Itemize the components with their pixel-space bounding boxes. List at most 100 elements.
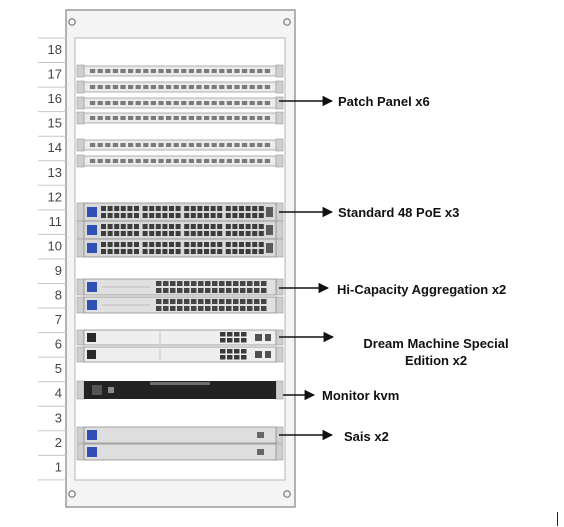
port-icon: [245, 249, 251, 254]
callout-label: Edition x2: [405, 353, 467, 368]
port-icon: [204, 159, 210, 163]
port-icon: [249, 159, 255, 163]
port-icon: [158, 116, 164, 120]
port-icon: [219, 159, 225, 163]
port-icon: [156, 299, 162, 304]
port-icon: [166, 143, 172, 147]
port-icon: [101, 231, 106, 236]
port-icon: [128, 101, 134, 105]
port-icon: [175, 224, 181, 229]
status-led-icon: [257, 449, 264, 455]
port-icon: [261, 299, 267, 304]
port-icon: [170, 299, 176, 304]
port-icon: [142, 206, 148, 211]
hi-capacity-aggregation-switch: [76, 296, 284, 314]
port-icon: [166, 159, 172, 163]
port-icon: [163, 281, 169, 286]
port-icon: [252, 231, 258, 236]
port-icon: [177, 281, 183, 286]
rack-ear: [275, 80, 284, 94]
port-icon: [90, 116, 96, 120]
status-led-icon: [257, 432, 264, 438]
port-icon: [90, 85, 96, 89]
port-icon: [191, 299, 197, 304]
port-icon: [264, 116, 270, 120]
port-icon: [217, 206, 223, 211]
port-icon: [169, 213, 174, 218]
port-icon: [245, 213, 251, 218]
port-icon: [128, 116, 134, 120]
port-icon: [227, 332, 233, 337]
port-icon: [254, 281, 260, 286]
port-icon: [198, 299, 204, 304]
port-icon: [240, 299, 246, 304]
port-icon: [127, 249, 133, 254]
port-icon: [114, 231, 120, 236]
port-icon: [156, 306, 162, 311]
port-icon: [169, 206, 174, 211]
port-icon: [128, 85, 134, 89]
display-icon: [87, 350, 96, 359]
port-icon: [226, 159, 232, 163]
rack-ear: [76, 96, 85, 110]
port-icon: [234, 101, 240, 105]
port-icon: [247, 306, 253, 311]
port-icon: [258, 242, 264, 247]
port-icon: [212, 288, 218, 293]
port-icon: [205, 306, 211, 311]
port-icon: [190, 224, 196, 229]
port-icon: [155, 242, 161, 247]
port-icon: [105, 143, 111, 147]
callout-monitor-kvm: Monitor kvm: [283, 388, 399, 403]
port-icon: [196, 143, 202, 147]
port-icon: [90, 101, 96, 105]
port-icon: [212, 306, 218, 311]
port-icon: [198, 281, 204, 286]
port-icon: [105, 69, 111, 73]
port-icon: [197, 249, 203, 254]
port-icon: [226, 101, 232, 105]
port-icon: [188, 85, 194, 89]
port-icon: [163, 299, 169, 304]
port-icon: [127, 231, 133, 236]
port-icon: [247, 288, 253, 293]
port-icon: [264, 101, 270, 105]
port-icon: [190, 213, 196, 218]
port-icon: [252, 242, 258, 247]
port-icon: [177, 306, 183, 311]
port-icon: [198, 288, 204, 293]
port-icon: [107, 249, 113, 254]
port-icon: [225, 206, 231, 211]
rack-ear: [76, 346, 85, 363]
ups-body: [83, 426, 277, 444]
port-icon: [175, 206, 181, 211]
port-icon: [155, 224, 161, 229]
ubiquiti-logo-icon: [87, 447, 97, 457]
port-icon: [150, 101, 156, 105]
port-icon: [261, 306, 267, 311]
port-icon: [239, 242, 244, 247]
port-icon: [219, 69, 225, 73]
port-icon: [105, 159, 111, 163]
port-icon: [90, 143, 96, 147]
port-icon: [219, 288, 225, 293]
device-body: [83, 346, 277, 363]
switch-body: [83, 238, 277, 258]
port-icon: [264, 159, 270, 163]
port-icon: [242, 116, 248, 120]
port-icon: [241, 349, 247, 354]
port-icon: [120, 69, 126, 73]
port-icon: [150, 69, 156, 73]
port-icon: [112, 101, 118, 105]
port-icon: [149, 213, 155, 218]
port-icon: [220, 355, 226, 360]
port-icon: [257, 143, 263, 147]
port-icon: [134, 206, 139, 211]
patch-panel-device: [76, 154, 284, 168]
port-icon: [227, 338, 233, 343]
port-icon: [150, 85, 156, 89]
port-icon: [105, 101, 111, 105]
rack-ear: [76, 220, 85, 240]
rack-ear: [275, 278, 284, 296]
port-icon: [205, 281, 211, 286]
